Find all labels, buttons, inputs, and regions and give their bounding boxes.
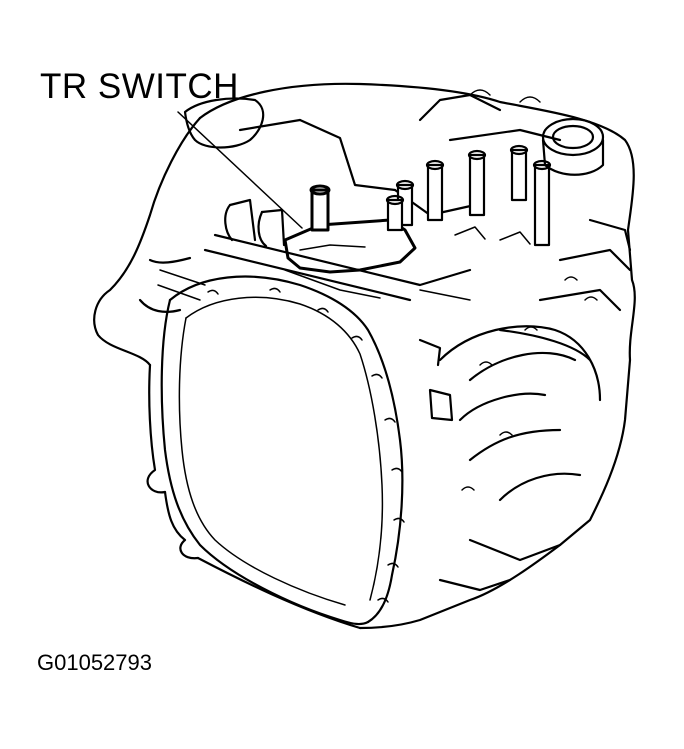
- side-housing-details: [418, 218, 632, 592]
- transmission-range-switch: [283, 184, 417, 274]
- callout-leader-line: [177, 111, 303, 229]
- housing-ribs: [157, 269, 471, 301]
- transaxle-housing: [93, 82, 636, 630]
- oil-pan-cover: [160, 275, 405, 626]
- figure-id: G01052793: [37, 650, 152, 675]
- tr-switch-label: TR SWITCH: [40, 67, 239, 106]
- upper-housing-details: [203, 89, 605, 302]
